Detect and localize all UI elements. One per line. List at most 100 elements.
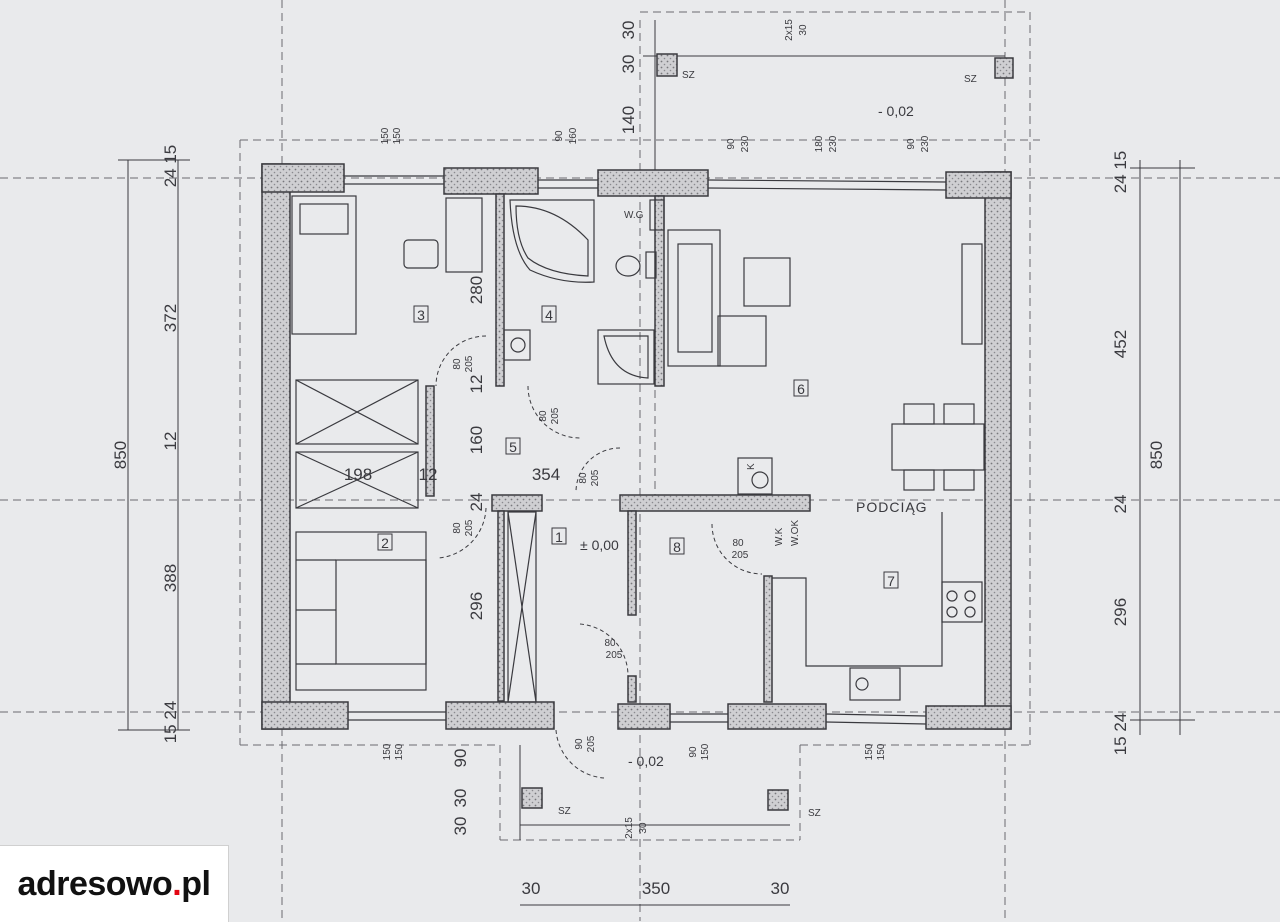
dim-bot-150c: 150 — [700, 743, 711, 760]
room-number-boxes — [377, 305, 899, 589]
dim-top-150a: 150 — [380, 127, 391, 144]
dim-top-180: 180 — [814, 135, 825, 152]
door-dim-80-f: 80 — [732, 538, 744, 549]
dim-int-12: 12 — [419, 465, 438, 484]
door-dim-80-a: 80 — [452, 358, 463, 370]
room-number-7: 7 — [887, 573, 895, 589]
room-number-1: 1 — [555, 529, 563, 545]
dim-bot-90: 90 — [451, 749, 470, 768]
bottom-dimensions: 150 150 90 90 205 90 150 150 150 30 30 2… — [382, 735, 887, 898]
exterior-walls — [261, 163, 1012, 730]
dim-top-230c: 230 — [920, 135, 931, 152]
dim-int-198: 198 — [344, 465, 372, 484]
dim-int-12b: 12 — [467, 375, 486, 394]
door-dim-205-c: 205 — [590, 469, 601, 486]
dim-bot-30d: 30 — [522, 879, 541, 898]
windows — [344, 175, 947, 725]
porch-columns — [521, 53, 1014, 811]
dim-top-30a: 30 — [619, 21, 638, 40]
dim-right-24: 24 — [1111, 495, 1130, 514]
dim-bot-150b: 150 — [394, 743, 405, 760]
dim-bot-90c: 90 — [688, 746, 699, 758]
dim-right-452: 452 — [1111, 330, 1130, 358]
level-bottom-label: - 0,02 — [628, 753, 664, 769]
room-number-4: 4 — [545, 307, 553, 323]
door-swings — [435, 335, 763, 779]
dim-bot-350: 350 — [642, 879, 670, 898]
right-dimensions: 850 452 24 296 24 15 15 24 — [1111, 151, 1166, 756]
room-number-6: 6 — [797, 381, 805, 397]
left-dimensions: 850 372 12 388 24 15 15 24 — [111, 145, 180, 744]
door-dim-205-e: 205 — [606, 650, 623, 661]
dim-top-90b: 90 — [726, 138, 737, 150]
logo-dot: . — [172, 864, 182, 903]
podciag-label: PODCIĄG — [856, 499, 928, 515]
k-label: K — [746, 463, 757, 470]
dim-int-24: 24 — [467, 493, 486, 512]
room-number-2: 2 — [381, 535, 389, 551]
dim-left-15-24: 15 24 — [161, 701, 180, 744]
dim-right-296: 296 — [1111, 598, 1130, 626]
dim-bot-30e: 30 — [771, 879, 790, 898]
sz-label-top-right: SZ — [964, 74, 977, 85]
dim-top-90: 90 — [554, 130, 565, 142]
logo-brand: adresowo — [17, 864, 173, 903]
door-dim-205-f: 205 — [732, 550, 749, 561]
dim-bot-30c: 30 — [638, 822, 649, 834]
room-number-3: 3 — [417, 307, 425, 323]
wardrobes — [295, 379, 537, 703]
top-dimensions: 30 30 140 150 150 90 160 90 230 180 230 … — [380, 19, 931, 153]
dim-int-280: 280 — [467, 276, 486, 304]
door-dim-80-e: 80 — [604, 638, 616, 649]
dim-top-150b: 150 — [392, 127, 403, 144]
dim-left-24-15: 24 15 — [161, 145, 180, 188]
door-dim-80-b: 80 — [538, 410, 549, 422]
wg-label: W.G — [624, 210, 644, 221]
logo-tld: pl — [181, 864, 211, 903]
dim-left-388: 388 — [161, 564, 180, 592]
dim-top-30c: 30 — [798, 24, 809, 36]
door-dim-80-d: 80 — [452, 522, 463, 534]
dim-bot-150a: 150 — [382, 743, 393, 760]
wk-label: W.K — [774, 527, 785, 546]
furniture — [291, 195, 985, 701]
dim-left-372: 372 — [161, 304, 180, 332]
sz-label-bottom-right: SZ — [808, 808, 821, 819]
dim-right-850: 850 — [1147, 441, 1166, 469]
door-dim-205-a: 205 — [464, 355, 475, 372]
dimension-lines — [118, 20, 1195, 906]
dim-bot-30a: 30 — [451, 789, 470, 808]
interior-walls — [425, 193, 811, 703]
dim-bot-150e: 150 — [876, 743, 887, 760]
dim-top-160: 160 — [568, 127, 579, 144]
door-dim-205-b: 205 — [550, 407, 561, 424]
dim-top-2x15: 2x15 — [784, 19, 795, 41]
dim-top-230a: 230 — [740, 135, 751, 152]
dim-left-850: 850 — [111, 441, 130, 469]
dim-top-90c: 90 — [906, 138, 917, 150]
level-zero-label: ± 0,00 — [580, 537, 619, 553]
sz-label-bottom-left: SZ — [558, 806, 571, 817]
door-dim-205-d: 205 — [464, 519, 475, 536]
dim-top-230b: 230 — [828, 135, 839, 152]
level-top-label: - 0,02 — [878, 103, 914, 119]
dim-right-15-24: 15 24 — [1111, 713, 1130, 756]
dim-int-296: 296 — [467, 592, 486, 620]
dim-top-30b: 30 — [619, 55, 638, 74]
sz-label-top-left: SZ — [682, 70, 695, 81]
room-number-5: 5 — [509, 439, 517, 455]
door-dim-80-c: 80 — [578, 472, 589, 484]
interior-dimensions: 280 160 198 12 354 296 12 24 80 205 80 2… — [344, 276, 749, 661]
adresowo-logo[interactable]: adresowo.pl — [0, 845, 229, 922]
dim-int-160: 160 — [467, 426, 486, 454]
dim-bot-150d: 150 — [864, 743, 875, 760]
room-number-8: 8 — [673, 539, 681, 555]
dim-top-140: 140 — [619, 106, 638, 134]
dim-bot-30b: 30 — [451, 817, 470, 836]
dim-int-354: 354 — [532, 465, 560, 484]
dim-bot-2x15: 2x15 — [624, 817, 635, 839]
dim-right-24-15: 24 15 — [1111, 151, 1130, 194]
dim-bot-205: 205 — [586, 735, 597, 752]
